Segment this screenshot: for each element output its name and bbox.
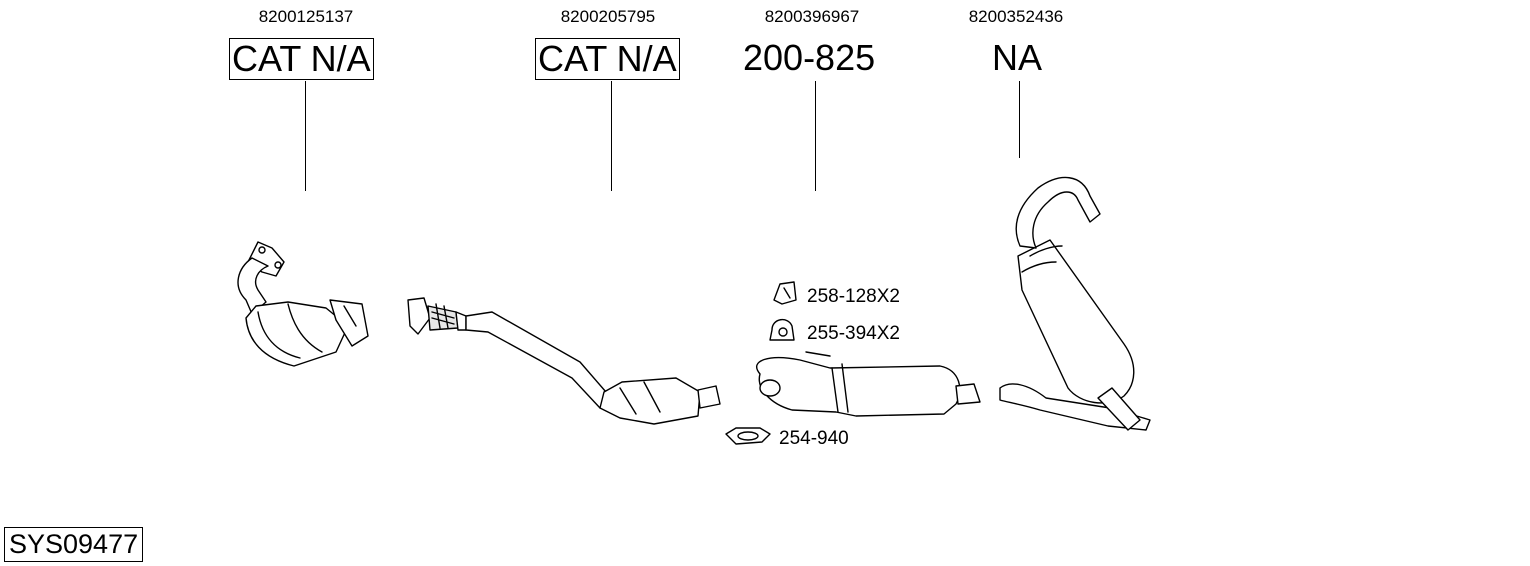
part1-leader-line xyxy=(305,81,306,191)
accessory-clamp-code: 254-940 xyxy=(779,428,849,449)
part2-oe-number: 8200205795 xyxy=(560,7,656,26)
part4-leader-line xyxy=(1019,81,1020,158)
part2-leader-line xyxy=(611,81,612,191)
part3-reference: 200-825 xyxy=(743,37,876,78)
catalytic-converter-2-icon xyxy=(407,297,721,425)
centre-silencer-icon xyxy=(756,351,981,417)
part4-reference: NA xyxy=(992,37,1043,78)
part3-leader-line xyxy=(815,81,816,191)
part1-oe-number: 8200125137 xyxy=(258,7,354,26)
system-code: SYS09477 xyxy=(4,527,144,562)
rubber-hanger-icon xyxy=(773,281,797,305)
accessory-hanger-code: 258-128X2 xyxy=(807,286,900,307)
rear-silencer-icon xyxy=(999,176,1151,431)
part2-reference: CAT N/A xyxy=(535,38,680,80)
part3-oe-number: 8200396967 xyxy=(764,7,860,26)
part4-oe-number: 8200352436 xyxy=(968,7,1064,26)
clamp-icon xyxy=(725,427,771,445)
accessory-ring-code: 255-394X2 xyxy=(807,323,900,344)
mounting-ring-icon xyxy=(769,319,795,341)
catalytic-converter-1-icon xyxy=(237,241,369,367)
part1-reference: CAT N/A xyxy=(229,38,374,80)
